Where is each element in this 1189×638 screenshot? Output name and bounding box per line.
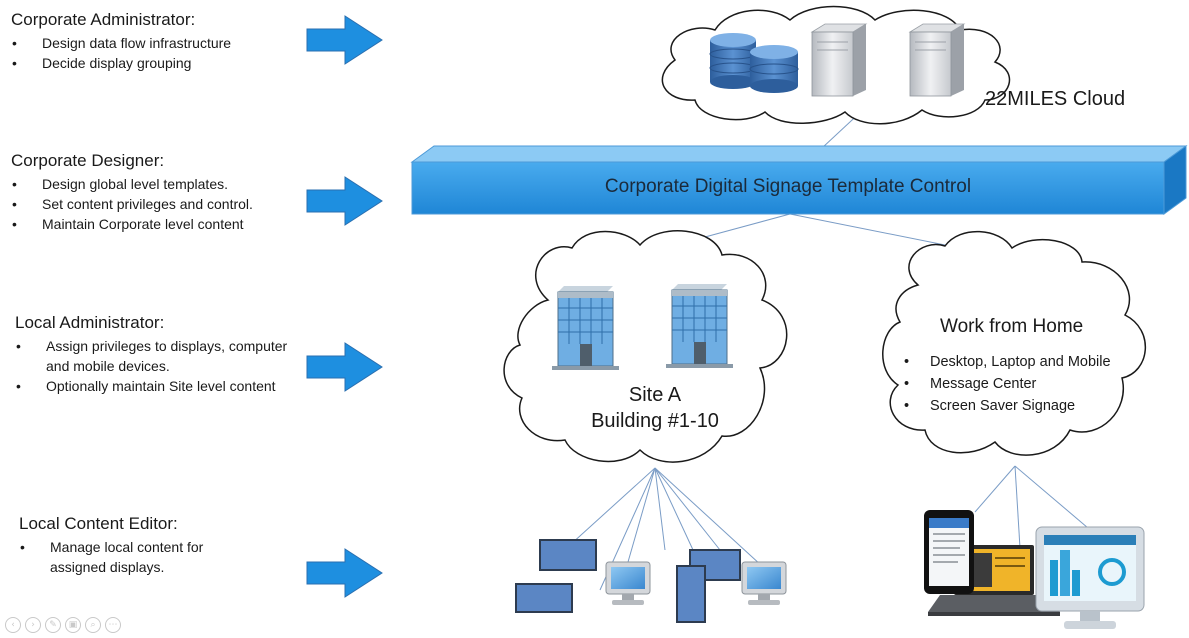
database-icon [709,33,757,89]
role-title: Local Administrator: [15,313,165,332]
zoom-icon[interactable]: ⌕ [85,617,101,633]
wfh-items: Desktop, Laptop and Mobile Message Cente… [902,351,1111,417]
role-item: Decide display grouping [11,53,231,73]
wfh-item: Desktop, Laptop and Mobile [902,351,1111,373]
site-buildings: Building #1-10 [591,410,719,432]
role-item: Assign privileges to displays, computer [15,336,287,356]
role-item: Manage local content for [19,537,203,557]
slides-icon[interactable]: ▣ [65,617,81,633]
role-corporate-designer: Corporate Designer: Design global level … [11,151,253,234]
display-icon [515,583,573,613]
pen-icon[interactable]: ✎ [45,617,61,633]
building-icon [666,284,733,368]
role-item: Set content privileges and control. [11,194,253,214]
slideshow-controls: ‹ › ✎ ▣ ⌕ ⋯ [5,617,121,633]
arrow-icon [306,15,383,65]
server-icon [810,23,868,97]
template-control-label: Corporate Digital Signage Template Contr… [604,176,972,197]
monitor-icon [741,561,787,605]
role-items: Manage local content for assigned displa… [19,537,203,577]
site-name: Site A [628,384,682,406]
role-local-content-editor: Local Content Editor: Manage local conte… [19,514,203,577]
wfh-cloud-icon [882,230,1147,456]
role-item-continued: and mobile devices. [46,358,170,374]
arrow-icon [306,176,383,226]
role-item: Maintain Corporate level content [11,214,253,234]
role-items: Assign privileges to displays, computer … [15,336,287,396]
more-options-icon[interactable]: ⋯ [105,617,121,633]
role-title: Corporate Administrator: [11,10,196,29]
cloud-top-label: 22MILES Cloud [985,88,1126,110]
role-local-administrator: Local Administrator: Assign privileges t… [15,313,287,396]
site-label: Site A Building #1-10 [560,382,750,434]
monitor-icon [605,561,651,605]
role-items: Design global level templates. Set conte… [11,174,253,234]
desktop-icon [1035,526,1145,629]
role-item: Optionally maintain Site level content [15,376,287,396]
next-slide-icon[interactable]: › [25,617,41,633]
database-icon [749,45,799,93]
wfh-item: Screen Saver Signage [902,395,1111,417]
template-control-bar [410,145,1188,215]
role-item: Design data flow infrastructure [11,33,231,53]
server-icon [908,23,966,97]
tablet-icon [924,510,974,594]
wfh-title: Work from Home [940,316,1084,337]
display-icon [539,539,597,571]
building-icon [552,286,619,370]
role-item-continued: assigned displays. [50,559,165,575]
arrow-icon [306,342,383,392]
role-item: Design global level templates. [11,174,253,194]
role-items: Design data flow infrastructure Decide d… [11,33,231,73]
building-windows [558,296,727,344]
previous-slide-icon[interactable]: ‹ [5,617,21,633]
arrow-icon [306,548,383,598]
role-corporate-administrator: Corporate Administrator: Design data flo… [11,10,231,73]
role-title: Corporate Designer: [11,151,165,170]
role-title: Local Content Editor: [19,514,178,533]
display-icon [676,565,706,623]
wfh-item: Message Center [902,373,1111,395]
